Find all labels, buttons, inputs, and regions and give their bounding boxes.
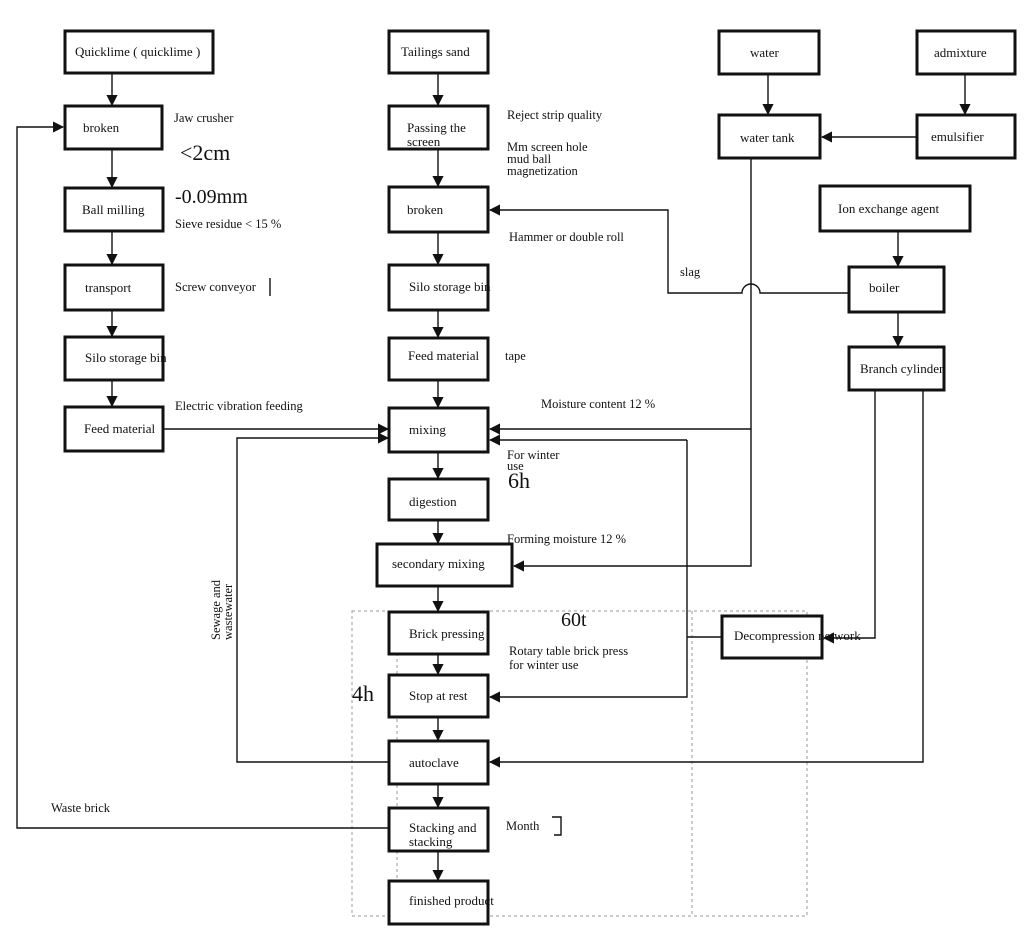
node-label: water bbox=[750, 45, 780, 60]
node-label: Quicklime ( quicklime ) bbox=[75, 44, 200, 59]
node-branch-cylinder: Branch cylinder bbox=[847, 345, 946, 392]
node-label: broken bbox=[83, 120, 120, 135]
note-slag: slag bbox=[680, 265, 701, 279]
note-mud-ball: mud ball bbox=[507, 152, 552, 166]
node-label: transport bbox=[85, 280, 132, 295]
node-label: Ball milling bbox=[82, 202, 145, 217]
node-label: Decompression network bbox=[734, 628, 861, 643]
node-decompression: Decompression network bbox=[720, 614, 861, 660]
note-sewage-2: wastewater bbox=[221, 583, 235, 640]
note-size-2cm: <2cm bbox=[180, 140, 230, 165]
node-label: water tank bbox=[740, 130, 795, 145]
note-winter-use-2: use bbox=[507, 459, 524, 473]
node-water-tank: water tank bbox=[717, 113, 822, 160]
node-label: secondary mixing bbox=[392, 556, 485, 571]
node-label: emulsifier bbox=[931, 129, 984, 144]
node-label: Feed material bbox=[84, 421, 155, 436]
note-rotary-press-2: for winter use bbox=[509, 658, 579, 672]
node-ball-milling: Ball milling bbox=[63, 186, 165, 233]
node-water: water bbox=[717, 29, 821, 76]
note-reject-strip: Reject strip quality bbox=[507, 108, 603, 122]
node-label: Ion exchange agent bbox=[838, 201, 939, 216]
node-autoclave: autoclave bbox=[387, 739, 490, 786]
node-label: Stop at rest bbox=[409, 688, 468, 703]
note-forming-moisture: Forming moisture 12 % bbox=[507, 532, 626, 546]
node-label: broken bbox=[407, 202, 444, 217]
node-label: admixture bbox=[934, 45, 987, 60]
node-label: Silo storage bin bbox=[85, 350, 167, 365]
node-feed-left: Feed material bbox=[63, 405, 165, 453]
bracket-mark bbox=[552, 816, 562, 836]
note-magnetization: magnetization bbox=[507, 164, 579, 178]
node-silo-left: Silo storage bin bbox=[63, 335, 167, 382]
node-feed-mid: Feed material bbox=[387, 336, 490, 382]
node-label: Brick pressing bbox=[409, 626, 485, 641]
note-rotary-press: Rotary table brick press bbox=[509, 644, 628, 658]
node-label: boiler bbox=[869, 280, 900, 295]
node-emulsifier: emulsifier bbox=[915, 113, 1017, 160]
node-label: Tailings sand bbox=[401, 44, 470, 59]
node-label: Silo storage bin bbox=[409, 279, 491, 294]
note-electric-vibration: Electric vibration feeding bbox=[175, 399, 303, 413]
node-quicklime: Quicklime ( quicklime ) bbox=[63, 29, 215, 75]
connectors bbox=[16, 73, 971, 882]
note-mm-screen: Mm screen hole bbox=[507, 140, 588, 154]
node-stop-rest: Stop at rest bbox=[387, 673, 490, 719]
node-finished-product: finished product bbox=[387, 879, 494, 926]
node-tailings: Tailings sand bbox=[387, 29, 490, 75]
note-60t: 60t bbox=[561, 609, 587, 631]
node-label: digestion bbox=[409, 494, 457, 509]
node-label: finished product bbox=[409, 893, 494, 908]
node-broken-left: broken bbox=[63, 104, 164, 151]
node-brick-pressing: Brick pressing bbox=[387, 610, 490, 656]
note-hammer-roll: Hammer or double roll bbox=[509, 230, 624, 244]
node-mixing: mixing bbox=[387, 406, 490, 454]
annotations: Jaw crusher <2cm -0.09mm Sieve residue <… bbox=[51, 108, 701, 836]
note-tape: tape bbox=[505, 349, 526, 363]
node-secondary-mixing: secondary mixing bbox=[375, 542, 514, 588]
node-stacking: Stacking and stacking bbox=[387, 806, 490, 853]
node-broken-mid: broken bbox=[387, 185, 490, 234]
node-label: Stacking and bbox=[409, 820, 477, 835]
note-winter-use: For winter bbox=[507, 448, 560, 462]
note-sieve-residue: Sieve residue < 15 % bbox=[175, 217, 281, 231]
note-6h: 6h bbox=[508, 468, 530, 493]
node-boiler: boiler bbox=[847, 265, 946, 314]
node-label: stacking bbox=[409, 834, 453, 849]
node-label: autoclave bbox=[409, 755, 459, 770]
note-month: Month bbox=[506, 819, 540, 833]
note-fineness: -0.09mm bbox=[175, 186, 248, 208]
note-moisture: Moisture content 12 % bbox=[541, 397, 655, 411]
note-sewage: Sewage and bbox=[209, 579, 223, 640]
node-passing-screen: Passing the screen bbox=[387, 104, 490, 151]
note-waste-brick: Waste brick bbox=[51, 801, 111, 815]
note-4h: 4h bbox=[352, 681, 374, 706]
node-silo-mid: Silo storage bin bbox=[387, 263, 491, 312]
node-label: Passing the bbox=[407, 120, 466, 135]
note-jaw-crusher: Jaw crusher bbox=[174, 111, 234, 125]
node-label: Feed material bbox=[408, 348, 479, 363]
note-screw-conveyor: Screw conveyor bbox=[175, 280, 257, 294]
node-ion-exchange: Ion exchange agent bbox=[818, 184, 972, 233]
node-label: screen bbox=[407, 134, 441, 149]
node-digestion: digestion bbox=[387, 477, 490, 522]
node-label: mixing bbox=[409, 422, 446, 437]
node-transport: transport bbox=[63, 263, 165, 312]
node-label: Branch cylinder bbox=[860, 361, 944, 376]
node-admixture: admixture bbox=[915, 29, 1017, 76]
